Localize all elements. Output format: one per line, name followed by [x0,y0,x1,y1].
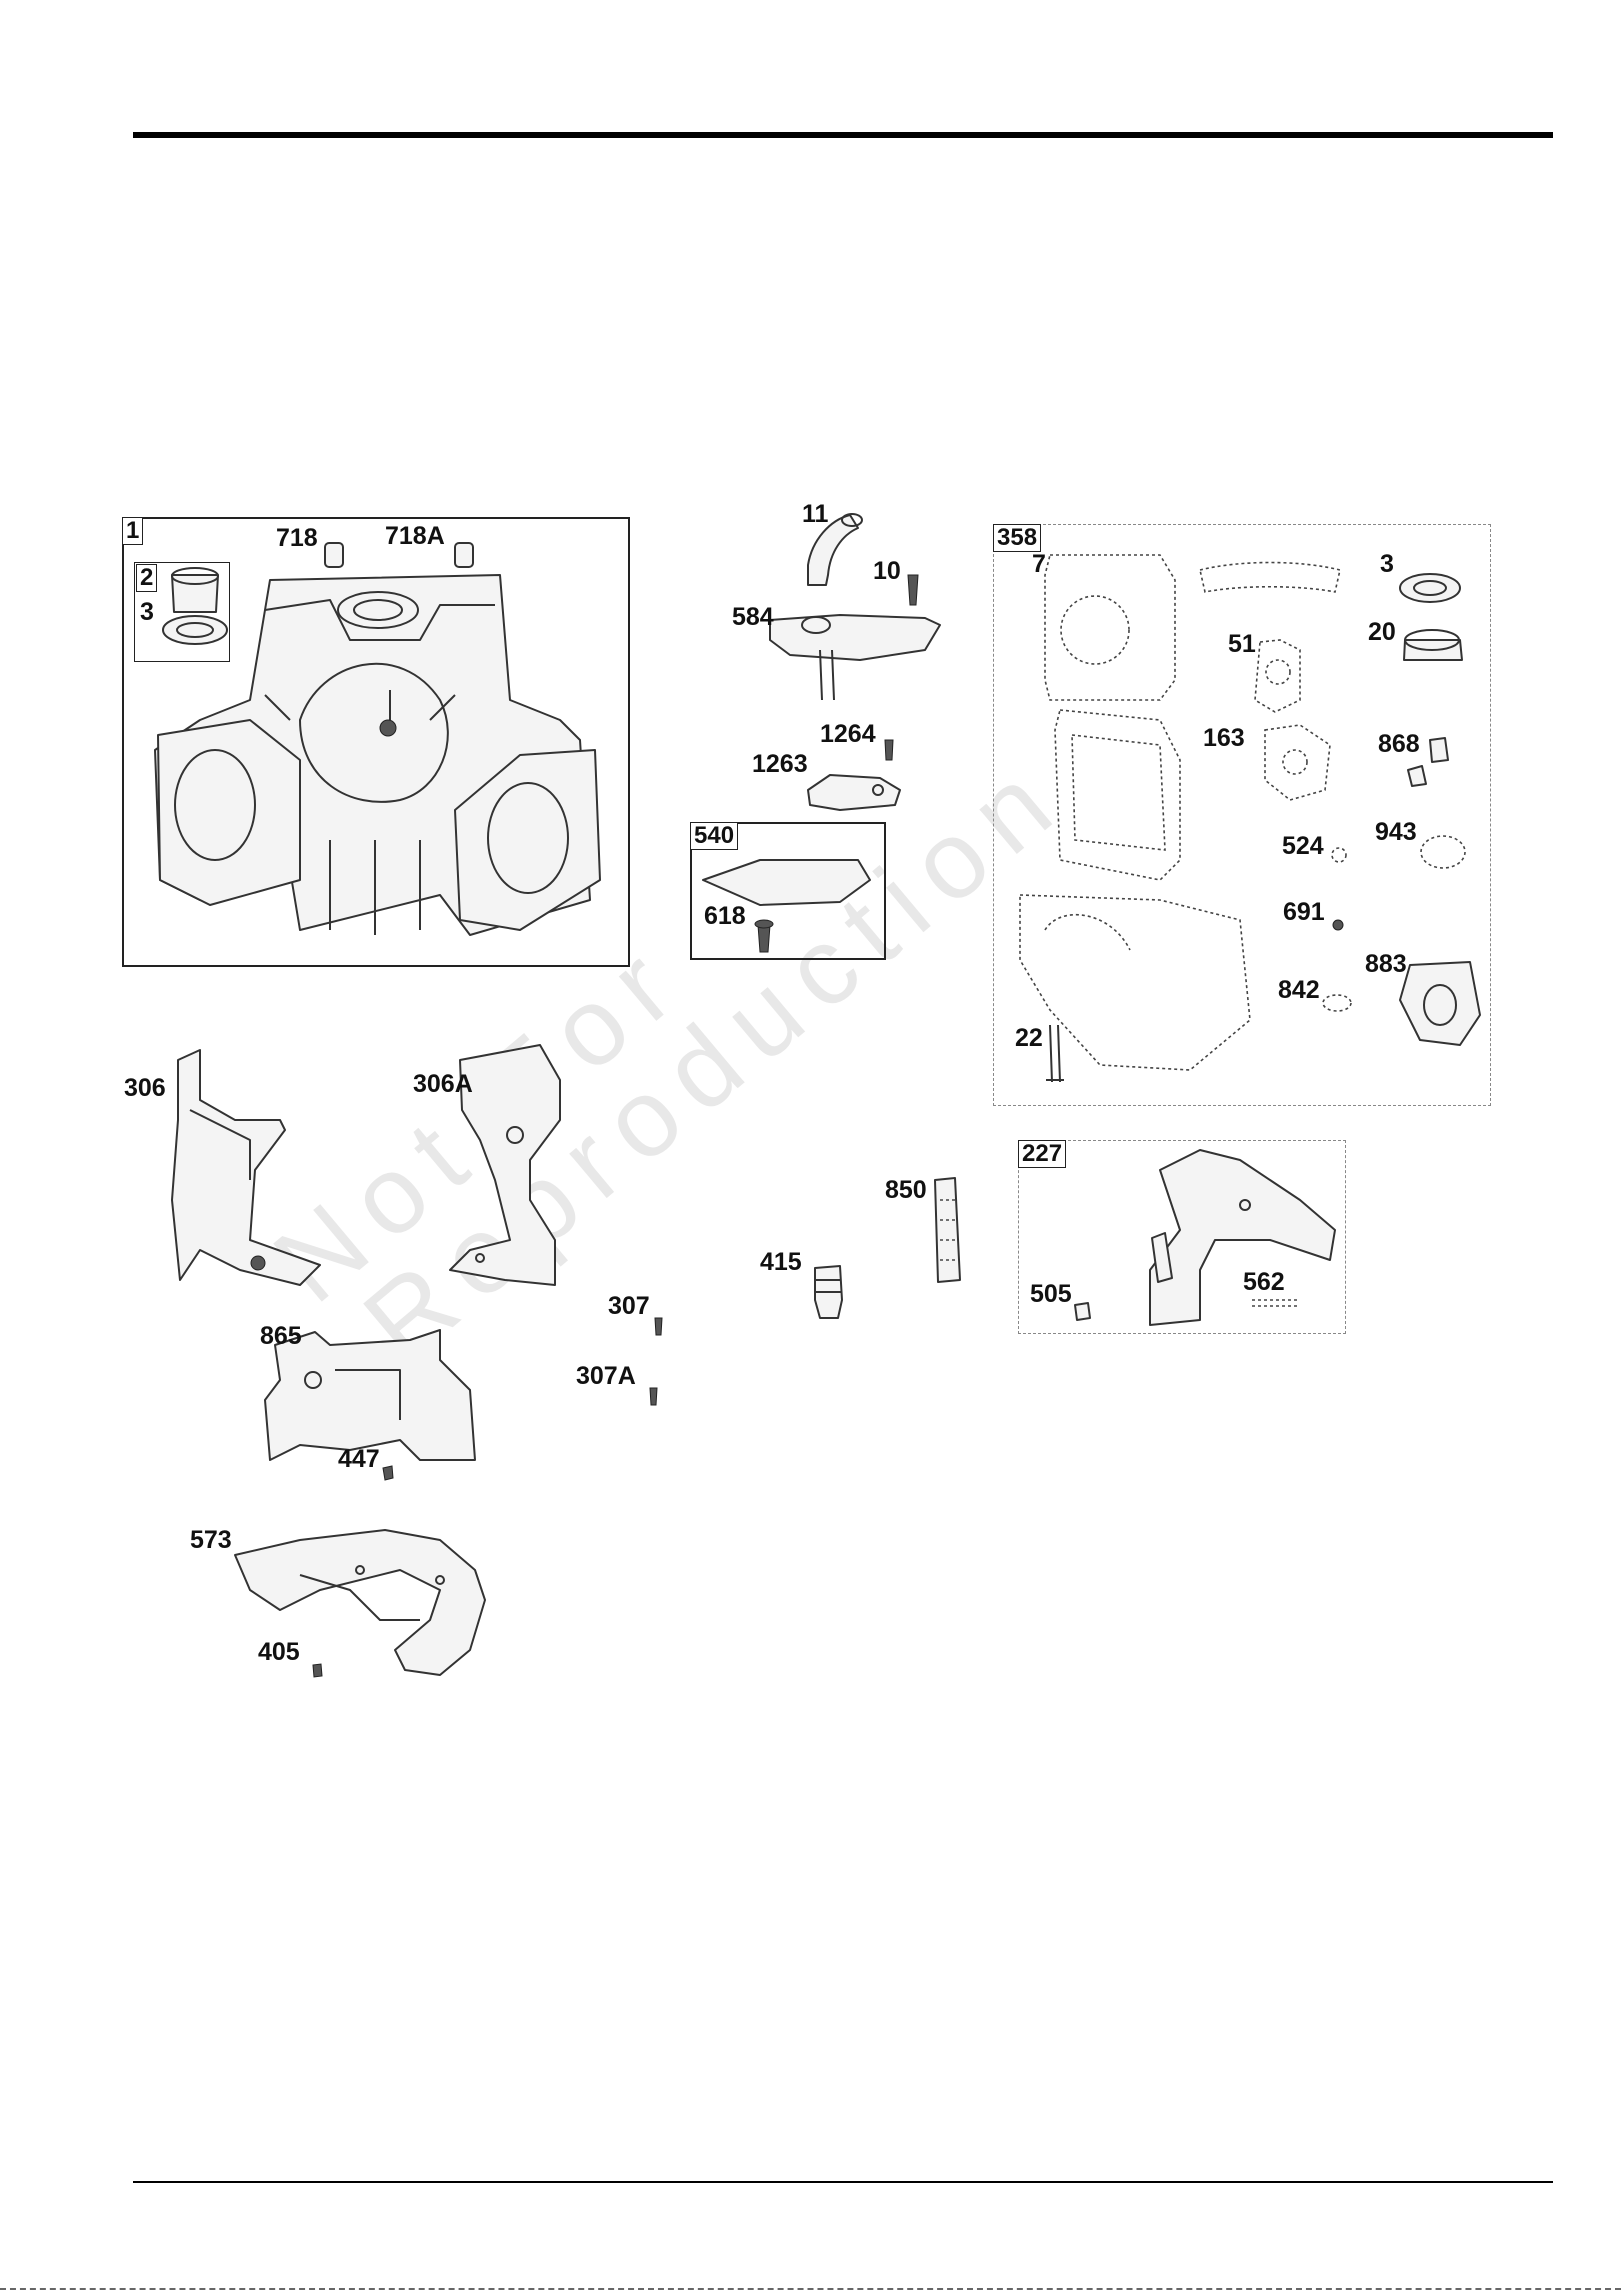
bracket-1263-drawing [808,740,900,810]
part-label-883: 883 [1365,952,1407,977]
part-label-524: 524 [1282,834,1324,859]
baffle-screws-drawing [650,1318,662,1405]
part-label-1263: 1263 [752,752,808,777]
air-baffles-drawing [172,1045,560,1285]
part-label-718A: 718A [385,524,445,549]
part-label-3: 3 [140,600,154,625]
governor-bracket-drawing [1075,1150,1335,1325]
part-label-562: 562 [1243,1270,1285,1295]
part-label-3-seal: 3 [1380,552,1394,577]
part-label-691: 691 [1283,900,1325,925]
part-label-405: 405 [258,1640,300,1665]
part-label-306: 306 [124,1076,166,1101]
part-label-10: 10 [873,559,901,584]
part-label-415: 415 [760,1250,802,1275]
part-label-868: 868 [1378,732,1420,757]
part-label-51: 51 [1228,632,1256,657]
part-label-307: 307 [608,1294,650,1319]
part-label-7: 7 [1032,552,1046,577]
part-label-447: 447 [338,1447,380,1472]
part-label-22: 22 [1015,1026,1043,1051]
part-label-163: 163 [1203,726,1245,751]
part-label-11: 11 [802,502,828,527]
part-label-850: 850 [885,1178,927,1203]
part-label-718: 718 [276,526,318,551]
part-label-505: 505 [1030,1282,1072,1307]
part-label-865: 865 [260,1324,302,1349]
part-label-618: 618 [704,904,746,929]
part-label-306A: 306A [413,1072,473,1097]
part-label-1264: 1264 [820,722,876,747]
bearing-and-seal-drawing [163,568,227,644]
part-label-20: 20 [1368,620,1396,645]
breather-tube-drawing [770,514,940,700]
part-label-943: 943 [1375,820,1417,845]
part-label-584: 584 [732,605,774,630]
part-label-307A: 307A [576,1364,636,1389]
part-label-573: 573 [190,1528,232,1553]
part-label-842: 842 [1278,978,1320,1003]
fitting-415-drawing [815,1266,842,1318]
sealant-tube-drawing [935,1178,960,1282]
